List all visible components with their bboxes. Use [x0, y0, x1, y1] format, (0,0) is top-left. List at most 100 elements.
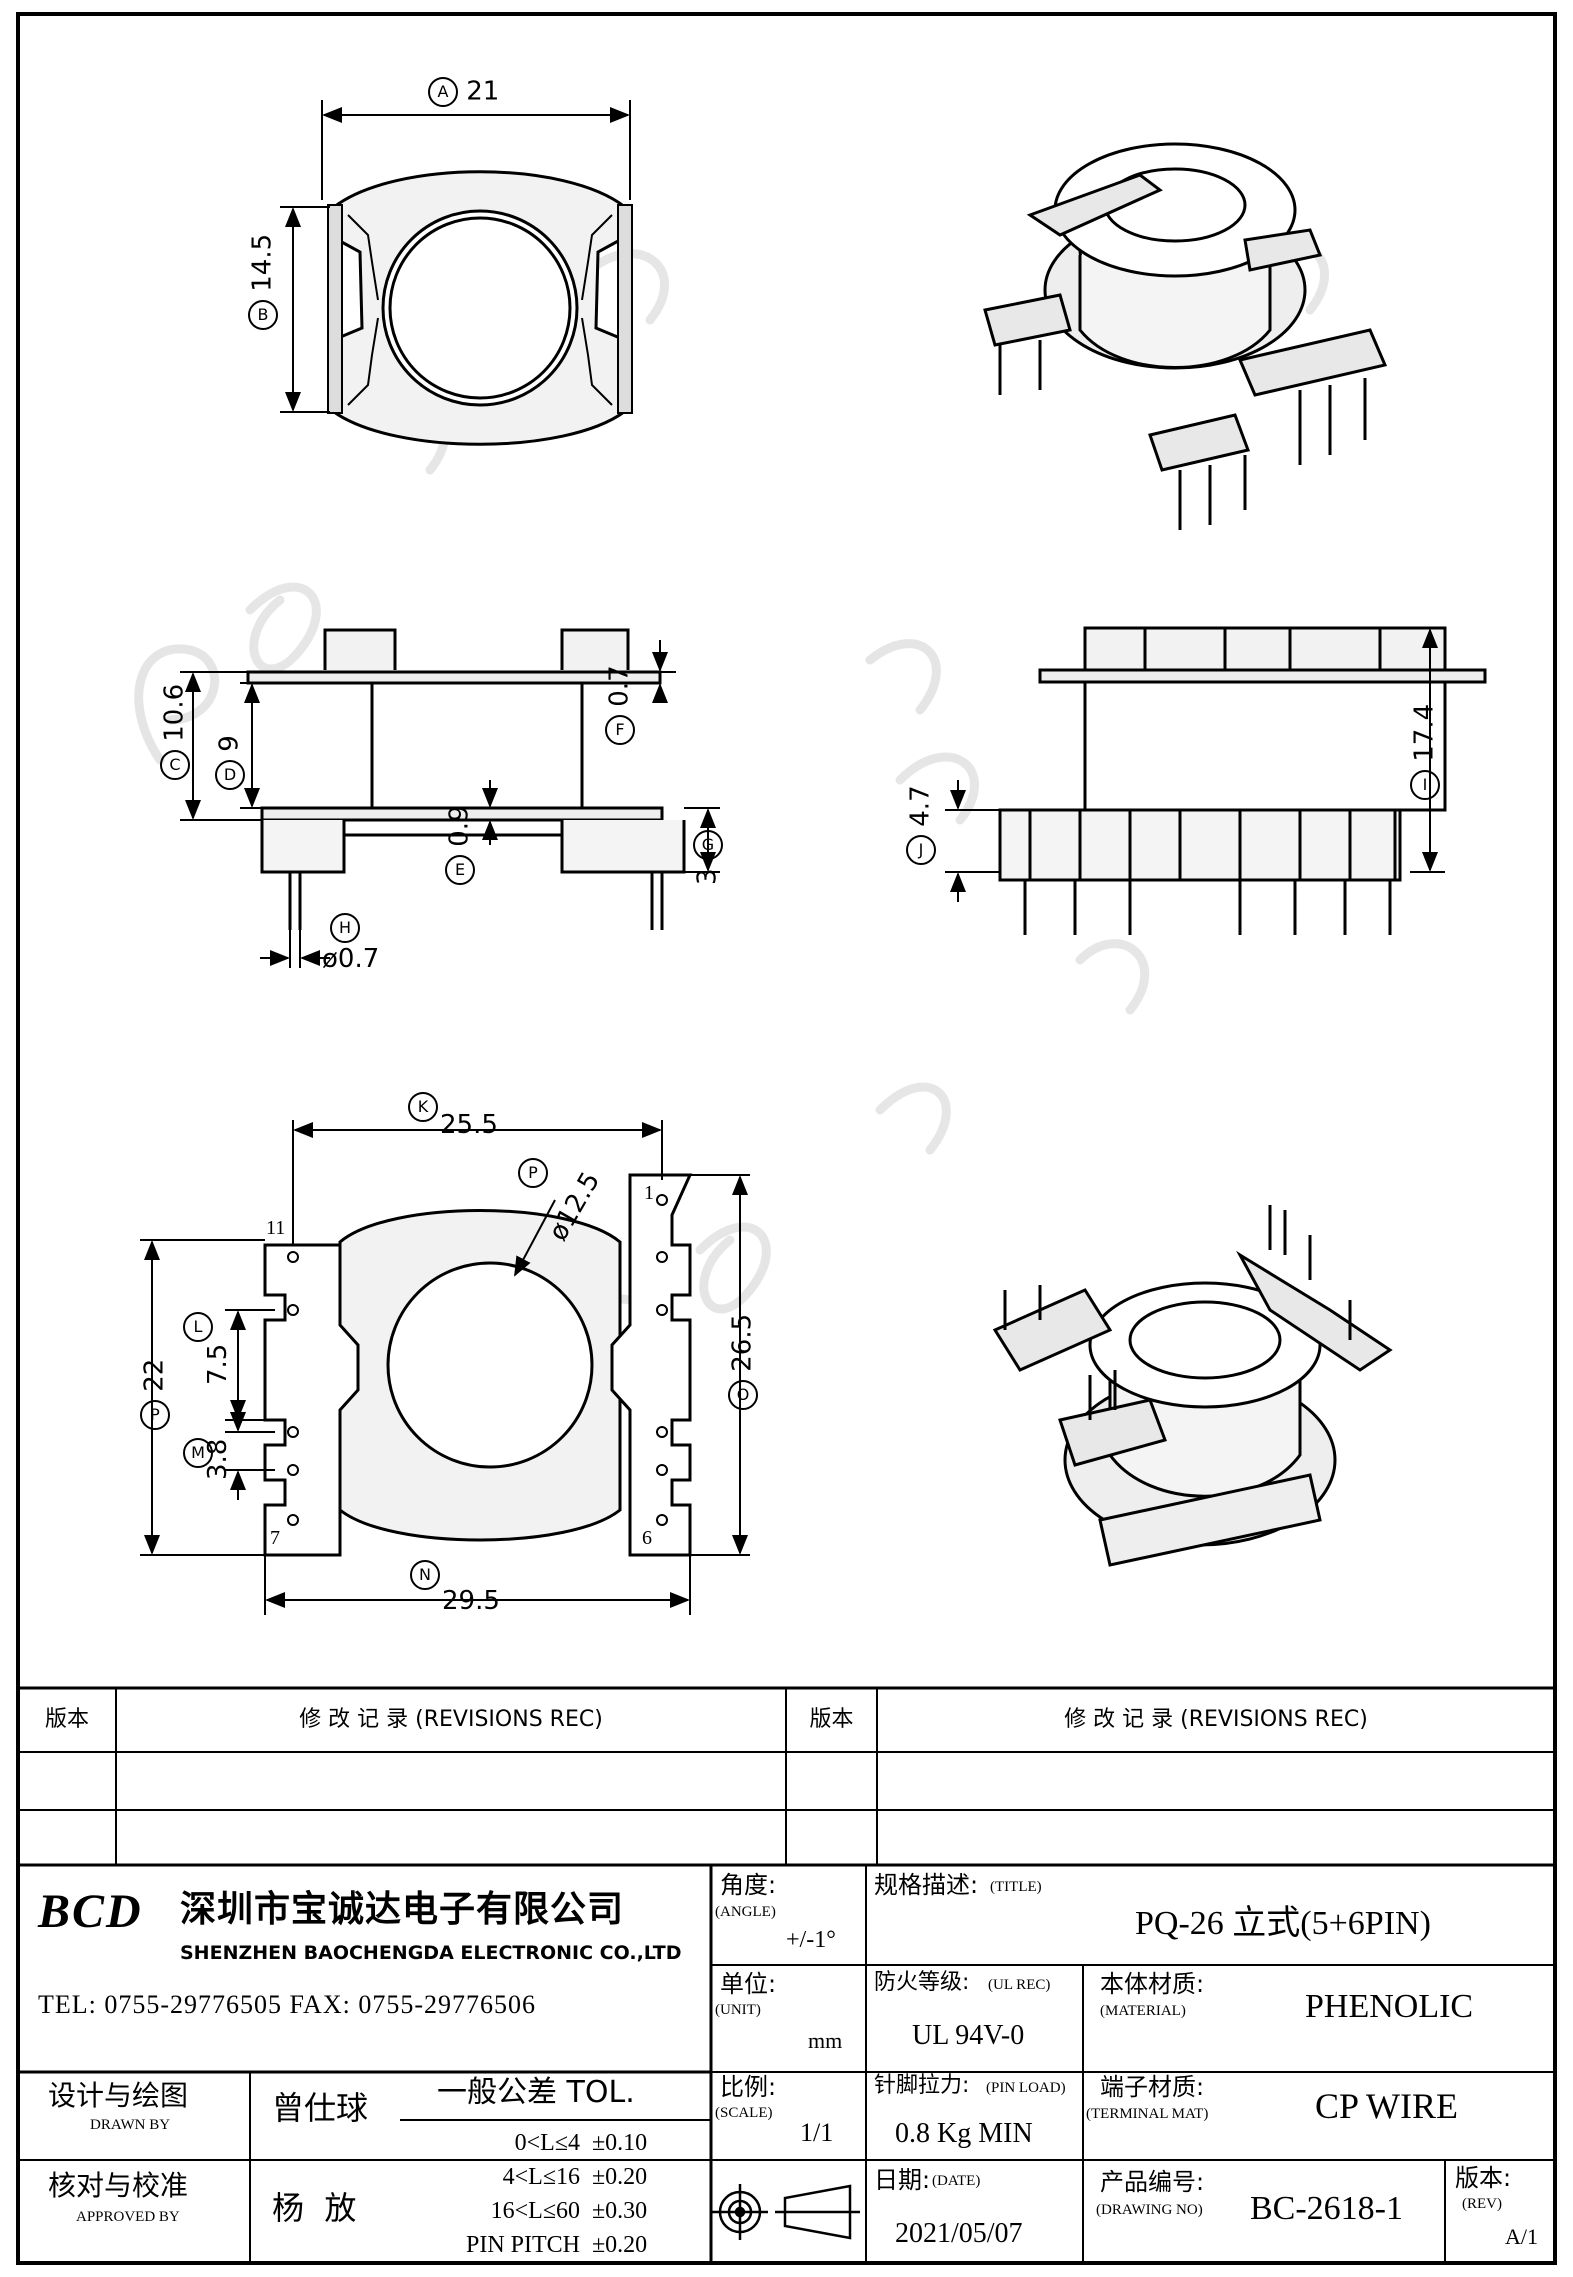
- terminal-label: 端子材质:: [1100, 2073, 1205, 2101]
- revision-record-header-2: 修 改 记 录 (REVISIONS REC): [1064, 1707, 1368, 1732]
- tolerance-value: ±0.10: [592, 2130, 648, 2156]
- side-view-right: [998, 626, 1487, 935]
- dim-C-letter: C: [160, 750, 190, 780]
- angle-label: 角度:: [720, 1871, 777, 1899]
- tolerance-row: PIN PITCH ±0.20: [420, 2228, 710, 2262]
- date-value: 2021/05/07: [895, 2218, 1023, 2249]
- pin-label-11: 11: [266, 1217, 286, 1239]
- unit-label-en: (UNIT): [715, 2002, 761, 2018]
- terminal-value: CP WIRE: [1315, 2086, 1459, 2126]
- material-label-en: (MATERIAL): [1100, 2003, 1186, 2019]
- dim-P1: P: [518, 1158, 548, 1188]
- dim-N-value: 29.5: [442, 1586, 500, 1616]
- tolerance-range: 0<L≤4: [514, 2130, 580, 2156]
- revision-version-header: 版本: [44, 1707, 89, 1732]
- dims-bottom-view: [140, 1120, 750, 1615]
- dim-O: O 26.5: [728, 1314, 758, 1410]
- angle-value: +/-1°: [786, 1927, 836, 1953]
- rev-value: A/1: [1505, 2224, 1538, 2249]
- dim-G-value: 3: [692, 868, 723, 885]
- tolerance-value: ±0.20: [592, 2232, 648, 2258]
- dim-E: E 0.9: [445, 805, 475, 885]
- scale-label: 比例:: [720, 2073, 777, 2101]
- pin-label-7: 7: [270, 1527, 280, 1549]
- approved-by-label-en: APPROVED BY: [76, 2209, 180, 2225]
- dim-M-letter: M: [183, 1438, 213, 1468]
- company-logo: BCD: [38, 1885, 143, 1938]
- ul-label-en: (UL REC): [988, 1977, 1051, 1993]
- dim-K-letter: K: [408, 1092, 438, 1122]
- approved-by-value: 杨 放: [272, 2189, 357, 2227]
- dim-E-letter: E: [445, 855, 475, 885]
- iso-view-upper: [983, 142, 1388, 530]
- tolerance-value: ±0.30: [592, 2198, 648, 2224]
- dim-P2: P 22: [140, 1359, 170, 1430]
- side-view-left: [246, 628, 686, 930]
- pin-label-6: 6: [642, 1527, 652, 1549]
- title-block-lines: [18, 1686, 1555, 2263]
- scale-label-en: (SCALE): [715, 2105, 773, 2121]
- dim-J-letter: J: [906, 835, 936, 865]
- drawn-by-label-en: DRAWN BY: [90, 2117, 171, 2133]
- dim-B-value: 14.5: [247, 233, 278, 292]
- dim-E-value: 0.9: [444, 805, 475, 847]
- dim-F-letter: F: [605, 715, 635, 745]
- bottom-view: [263, 1173, 693, 1557]
- dim-F-value: 0.7: [604, 665, 635, 707]
- approved-by-label: 核对与校准: [48, 2169, 189, 2202]
- dim-C-value: 10.6: [159, 683, 190, 742]
- dim-N-letter: N: [410, 1560, 440, 1590]
- dim-A-letter: A: [428, 77, 458, 107]
- rev-label-en: (REV): [1462, 2196, 1502, 2212]
- unit-label: 单位:: [720, 1970, 777, 1998]
- dim-F: F 0.7: [605, 665, 635, 745]
- title-label-en: (TITLE): [990, 1879, 1042, 1895]
- dim-J-value: 4.7: [905, 785, 936, 827]
- title-label: 规格描述:: [874, 1871, 979, 1899]
- revision-record-header: 修 改 记 录 (REVISIONS REC): [299, 1707, 603, 1732]
- tolerance-row: 16<L≤60 ±0.30: [420, 2194, 710, 2228]
- dim-G: 3 G: [693, 830, 723, 885]
- unit-value: mm: [808, 2028, 843, 2053]
- company-contact: TEL: 0755-29776505 FAX: 0755-29776506: [38, 1990, 536, 2019]
- dim-B: B 14.5: [248, 234, 278, 330]
- tolerance-row: 0<L≤4 ±0.10: [420, 2126, 710, 2160]
- ul-label: 防火等级:: [874, 1970, 970, 1995]
- title-value: PQ-26 立式(5+6PIN): [1135, 1905, 1431, 1942]
- dim-H-letter: H: [330, 913, 360, 943]
- company-name-cn: 深圳市宝诚达电子有限公司: [180, 1889, 625, 1930]
- dim-H-value: ø0.7: [322, 944, 380, 974]
- dim-I-value: 17.4: [1409, 703, 1440, 762]
- terminal-label-en: (TERMINAL MAT): [1086, 2106, 1209, 2122]
- dim-A: A 21: [428, 77, 499, 107]
- dim-I-letter: I: [1410, 770, 1440, 800]
- dims-side-right: [945, 627, 1445, 902]
- dim-D-value: 9: [214, 735, 245, 752]
- revision-version-header-2: 版本: [809, 1707, 854, 1732]
- dim-P2-letter: P: [140, 1400, 170, 1430]
- company-name-en: SHENZHEN BAOCHENGDA ELECTRONIC CO.,LTD: [180, 1942, 682, 1964]
- date-label-en: (DATE): [932, 2173, 981, 2189]
- dim-L: 7.5: [203, 1344, 233, 1385]
- angle-label-en: (ANGLE): [715, 1904, 776, 1920]
- projection-symbol: [712, 2184, 860, 2240]
- dim-A-lines: [280, 100, 631, 413]
- tolerance-range: PIN PITCH: [465, 2232, 580, 2258]
- material-value: PHENOLIC: [1305, 1988, 1474, 2025]
- dim-G-letter: G: [693, 830, 723, 861]
- tolerance-value: ±0.20: [592, 2164, 648, 2190]
- pin-load-label-en: (PIN LOAD): [986, 2080, 1066, 2096]
- date-label: 日期:: [874, 2166, 931, 2194]
- tolerance-range: 16<L≤60: [490, 2198, 580, 2224]
- dims-side-left: [180, 640, 720, 968]
- dim-L-letter: L: [183, 1312, 213, 1342]
- dim-C: C 10.6: [160, 684, 190, 780]
- dim-P1-letter: P: [518, 1158, 548, 1188]
- dim-I: I 17.4: [1410, 704, 1440, 800]
- tolerance-title: 一般公差 TOL.: [437, 2075, 635, 2110]
- pin-label-1: 1: [644, 1182, 654, 1204]
- top-view: [327, 170, 633, 446]
